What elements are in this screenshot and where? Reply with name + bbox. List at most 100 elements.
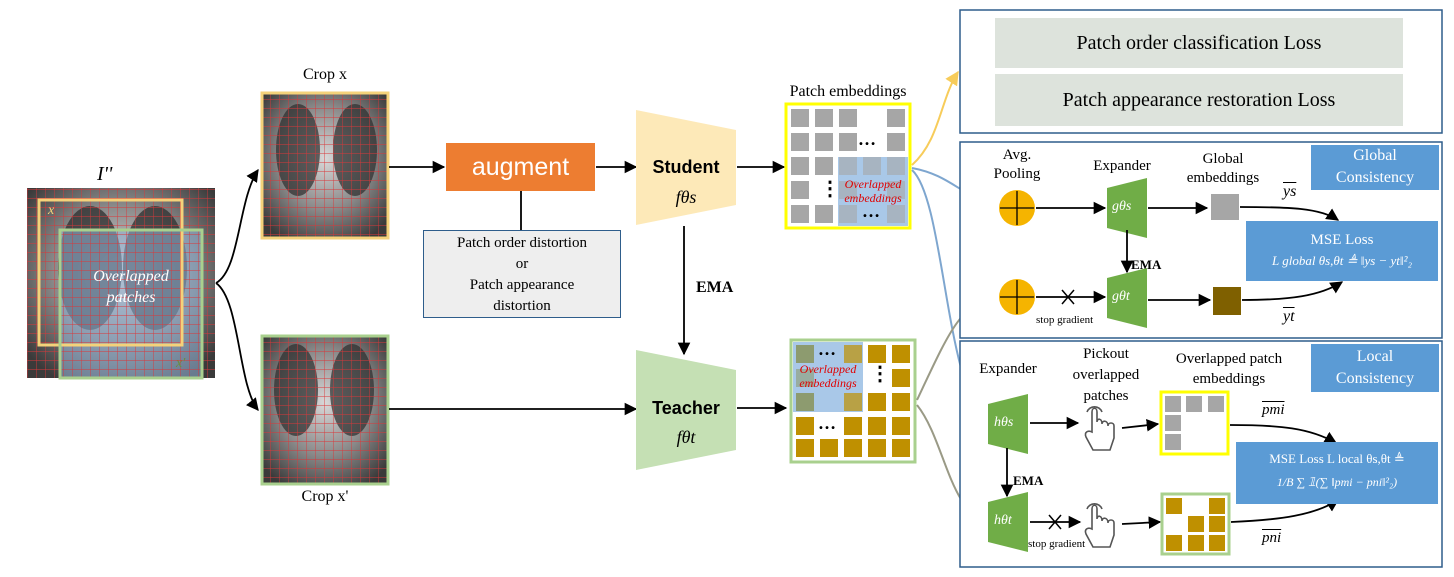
local-mse-box [1236,442,1438,504]
pickout-line1: Pickout [1083,346,1129,362]
overlapped-embeddings-student [1159,390,1230,456]
teacher-emb-dots-bottom: … [818,413,836,433]
student-param: fθs [675,187,697,207]
crop-x-outline [37,198,184,347]
student-emb-dots-bottom: … [862,201,880,221]
global-badge-line2: Consistency [1335,169,1415,186]
overlap-label-line1: Overlapped [93,268,169,285]
global-badge-line1: Global [1353,147,1397,164]
teacher-patch-embeddings [789,338,917,464]
overlapped-embeddings-teacher [1160,492,1231,556]
stop-gradient-x-local [1048,514,1062,530]
student-overlap-label2: embeddings [844,191,902,205]
input-image-label: I'' [97,163,113,185]
crop-x2-image [260,334,390,486]
expander-g-teacher [1107,268,1147,328]
pickout-hand-icon-student [1084,406,1115,451]
local-emb-line1: Overlapped patch [1175,351,1283,367]
pickout-line3: patches [1083,388,1129,404]
order-loss-label: Patch order classification Loss [1076,32,1322,54]
arrow-pm-to-mse [1229,424,1338,444]
local-mse-formula: 1/B ∑ 𝟙(∑ ‖pmi − pni‖²₂) [1276,475,1398,489]
order-loss-box [995,18,1403,68]
arrow-yt-to-mse [1241,281,1344,301]
input-xray-image [27,188,215,380]
expander-h-teacher [988,492,1028,552]
arrow-to-crop-x2 [215,282,259,411]
yt-label: yt [1283,308,1295,325]
crop-x2-label: Crop x' [301,488,349,505]
student-emb-vdots: ⋮ [820,178,840,200]
appearance-loss-box [995,74,1403,126]
global-emb-line2: embeddings [1186,170,1260,186]
avg-pooling-teacher [999,279,1035,315]
crop-x2-outline [58,228,204,380]
augment-box: augment [446,143,595,191]
patch-embeddings-title: Patch embeddings [789,83,907,100]
global-mse-title: MSE Loss [1310,232,1374,248]
hs-label: hθs [994,415,1014,430]
crop-x-tag: x [48,203,55,218]
ys-label: ys [1283,183,1297,200]
global-ema-label: EMA [1131,257,1162,272]
local-emb-line2: embeddings [1192,371,1266,387]
global-badge [1311,145,1439,190]
avg-pooling-line1: Avg. [1002,147,1032,163]
student-patch-embeddings [784,102,912,230]
student-network [636,110,736,225]
pn-label: pni [1262,530,1282,546]
pickout-line2: overlapped [1072,367,1140,383]
gs-label: gθs [1112,199,1132,214]
crop-x-image [260,91,390,240]
distortion-line4: distortion [493,298,551,314]
arrow-ys-to-mse [1239,206,1340,221]
global-embedding-teacher [1213,287,1241,315]
stop-gradient-x-global [1061,289,1075,305]
global-embedding-student [1211,194,1239,220]
overlap-label-line2: patches [106,289,156,306]
teacher-network [636,350,736,470]
global-expander-label: Expander [1093,158,1151,174]
expander-h-student [988,394,1028,454]
teacher-label: Teacher [652,398,720,418]
teacher-emb-dots-top: … [818,339,836,359]
global-emb-line1: Global [1202,151,1244,167]
pickout-hand-icon-teacher [1084,503,1115,548]
global-mse-formula: L global θs,θt ≜ ‖ys − yt‖²₂ [1271,253,1412,268]
local-badge [1311,344,1439,392]
crop-x-label: Crop x [303,66,347,83]
arrow-to-losses [911,70,959,166]
arrow-to-crop-x [215,168,259,284]
local-mse-title: MSE Loss L local θs,θt ≜ [1269,451,1405,466]
student-emb-dots-top: … [858,129,876,149]
arrow-pick-to-emb-t [1121,516,1162,529]
local-badge-line2: Consistency [1335,370,1415,387]
arrow-pn-to-mse [1230,499,1340,523]
teacher-emb-vdots: ⋮ [870,363,890,385]
local-stop-gradient: stop gradient [1028,538,1086,550]
student-label: Student [652,157,720,177]
gt-label: gθt [1112,289,1130,304]
distortion-box: Patch order distortion or Patch appearan… [423,230,621,318]
local-expander-label: Expander [979,361,1037,377]
ema-label: EMA [696,279,734,296]
appearance-loss-label: Patch appearance restoration Loss [1062,89,1336,111]
global-stop-gradient: stop gradient [1036,314,1094,326]
distortion-line1: Patch order distortion [457,235,587,251]
distortion-line3: Patch appearance [469,277,575,293]
avg-pooling-student [999,190,1035,226]
ht-label: hθt [994,513,1012,528]
teacher-param: fθt [676,427,696,447]
teacher-overlap-label2: embeddings [799,376,857,390]
arrow-pick-to-emb-s [1121,418,1160,432]
local-ema-label: EMA [1013,473,1044,488]
distortion-line2: or [515,256,529,272]
pm-label: pmi [1262,402,1285,418]
local-badge-line1: Local [1356,348,1394,365]
crop-x2-tag: x' [176,356,186,371]
global-mse-box [1246,221,1438,281]
student-overlap-label1: Overlapped [844,177,902,191]
expander-g-student [1107,178,1147,238]
